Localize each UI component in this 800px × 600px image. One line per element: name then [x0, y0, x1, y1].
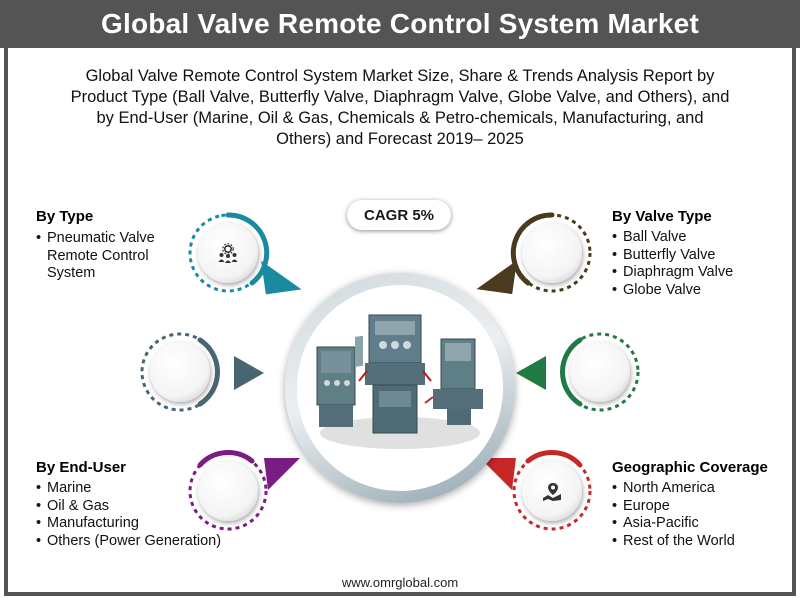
arrow-by-type — [261, 260, 302, 295]
page-title: Global Valve Remote Control System Marke… — [101, 8, 699, 39]
arrow-left-middle — [234, 356, 264, 390]
list-item: Rest of the World — [612, 533, 782, 551]
map-pin-icon — [540, 479, 564, 503]
by-type-list: Pneumatic Valve Remote Control System — [36, 230, 186, 283]
footer-url[interactable]: www.omrglobal.com — [341, 575, 459, 590]
geographic-list: North America Europe Asia-Pacific Rest o… — [612, 480, 782, 550]
list-item: Diaphragm Valve — [612, 264, 772, 282]
list-item: Ball Valve — [612, 229, 772, 247]
by-valve-type-list: Ball Valve Butterfly Valve Diaphragm Val… — [612, 229, 772, 299]
ring-by-valve-type — [510, 212, 592, 293]
list-item: Oil & Gas — [36, 498, 266, 516]
ring-right-middle — [560, 332, 640, 412]
list-item: North America — [612, 480, 782, 498]
geographic-heading: Geographic Coverage — [612, 459, 768, 476]
valve-control-panels-image — [316, 314, 483, 449]
title-bar: Global Valve Remote Control System Marke… — [0, 0, 800, 48]
center-disc — [285, 273, 515, 503]
list-item: Asia-Pacific — [612, 515, 782, 533]
arrow-by-valve-type — [476, 260, 517, 295]
arrow-geographic — [480, 458, 516, 490]
list-item: Europe — [612, 498, 782, 516]
people-gear-icon — [216, 241, 240, 265]
list-item: Others (Power Generation) — [36, 533, 266, 551]
list-item: Pneumatic Valve Remote Control System — [36, 230, 186, 283]
list-item: Globe Valve — [612, 282, 772, 300]
cagr-badge: CAGR 5% — [347, 200, 451, 230]
report-subtitle: Global Valve Remote Control System Marke… — [70, 67, 730, 148]
by-valve-type-heading: By Valve Type — [612, 208, 712, 225]
list-item: Butterfly Valve — [612, 247, 772, 265]
by-end-user-heading: By End-User — [36, 459, 127, 476]
ring-left-middle — [140, 332, 220, 412]
list-item: Manufacturing — [36, 515, 266, 533]
center-disc-inner — [297, 285, 503, 491]
by-end-user-list: Marine Oil & Gas Manufacturing Others (P… — [36, 480, 266, 550]
list-item: Marine — [36, 480, 266, 498]
by-type-heading: By Type — [36, 208, 94, 225]
arrow-right-middle — [516, 356, 546, 390]
arrow-by-end-user — [264, 458, 300, 490]
